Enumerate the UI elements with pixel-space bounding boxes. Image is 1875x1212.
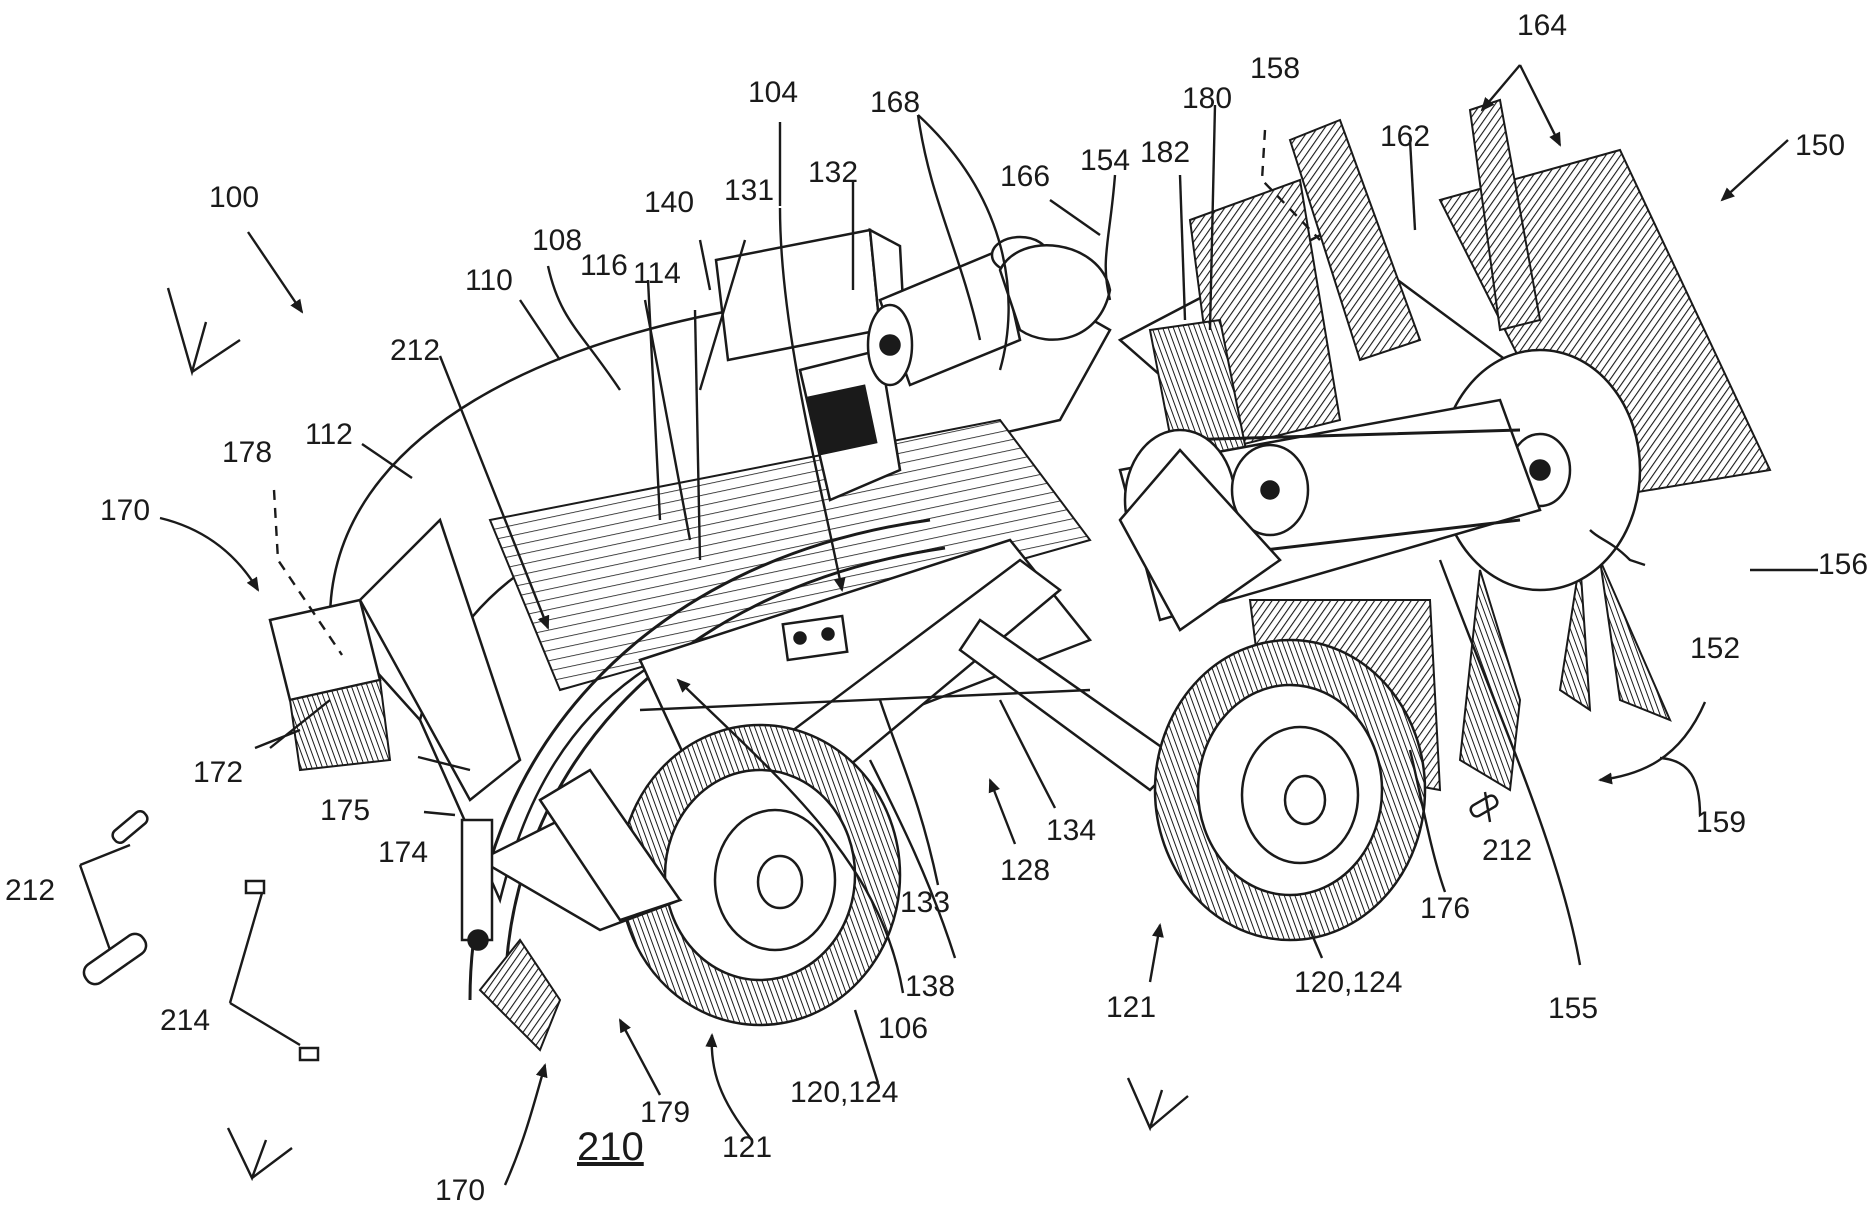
label-179: 179	[640, 1096, 690, 1129]
label-210: 210	[577, 1125, 644, 1169]
label-156: 156	[1818, 548, 1868, 581]
label-120-124-left: 120,124	[790, 1076, 898, 1109]
label-104: 104	[748, 76, 798, 109]
label-116: 116	[580, 249, 628, 282]
label-159: 159	[1696, 806, 1746, 839]
label-170-top: 170	[100, 494, 150, 527]
label-112: 112	[305, 418, 353, 451]
label-131: 131	[724, 174, 774, 207]
label-132: 132	[808, 156, 858, 189]
label-178: 178	[222, 436, 272, 469]
label-166: 166	[1000, 160, 1050, 193]
label-164: 164	[1517, 9, 1567, 42]
sensor-module	[783, 616, 847, 660]
label-162: 162	[1380, 120, 1430, 153]
rear-wheel	[1155, 640, 1425, 940]
label-174: 174	[378, 836, 428, 869]
grass-tuft-icon	[168, 288, 240, 372]
label-108: 108	[532, 224, 582, 257]
label-212-left: 212	[5, 874, 55, 907]
label-154: 154	[1080, 144, 1130, 177]
label-138: 138	[905, 970, 955, 1003]
label-114: 114	[633, 257, 681, 290]
grass-tuft-icon	[1128, 1078, 1188, 1128]
label-121-right: 121	[1106, 991, 1156, 1024]
label-121-left: 121	[722, 1131, 772, 1164]
label-120-124-right: 120,124	[1294, 966, 1402, 999]
label-175: 175	[320, 794, 370, 827]
label-158: 158	[1250, 52, 1300, 85]
label-152: 152	[1690, 632, 1740, 665]
label-176: 176	[1420, 892, 1470, 925]
pin-part	[80, 930, 150, 988]
label-106: 106	[878, 1012, 928, 1045]
label-140: 140	[644, 186, 694, 219]
sensor-tag	[300, 1048, 318, 1060]
label-168: 168	[870, 86, 920, 119]
label-180: 180	[1182, 82, 1232, 115]
label-133: 133	[900, 886, 950, 919]
label-212-center: 212	[390, 334, 440, 367]
label-150: 150	[1795, 129, 1845, 162]
label-155: 155	[1548, 992, 1598, 1025]
label-212-right: 212	[1482, 834, 1532, 867]
label-134: 134	[1046, 814, 1096, 847]
label-100: 100	[209, 181, 259, 214]
label-182: 182	[1140, 136, 1190, 169]
pin-part	[110, 809, 150, 845]
sensor-tag	[246, 881, 264, 893]
label-214: 214	[160, 1004, 210, 1037]
pin-part	[1469, 794, 1499, 818]
label-170-bottom: 170	[435, 1174, 485, 1207]
label-128: 128	[1000, 854, 1050, 887]
grass-tuft-icon	[228, 1128, 292, 1178]
label-172: 172	[193, 756, 243, 789]
label-110: 110	[465, 264, 513, 297]
